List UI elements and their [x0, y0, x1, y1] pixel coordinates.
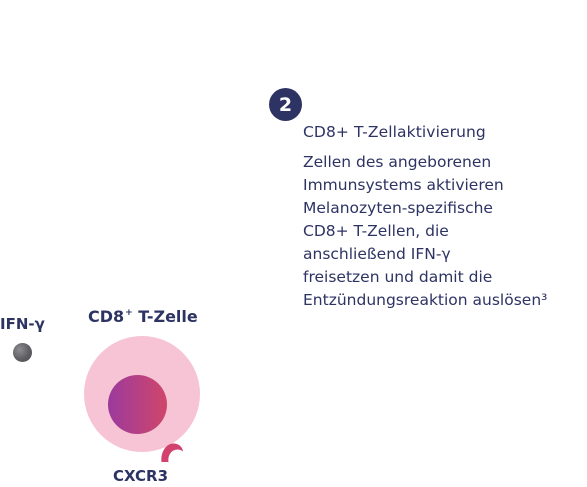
step-description-line: Zellen des angeborenen [303, 153, 492, 171]
ifn-gamma-label: IFN-γ [0, 315, 45, 333]
step-description-line: freisetzen und damit die [303, 268, 493, 286]
t-cell-label-superscript: + [125, 308, 133, 318]
t-cell-label-suffix: T-Zelle [132, 307, 198, 326]
step-description-line: anschließend IFN-γ [303, 245, 451, 263]
step-description-line: Immunsystems aktivieren [303, 176, 504, 194]
t-cell-label: CD8+ T-Zelle [88, 307, 198, 326]
step-number-badge: 2 [269, 88, 302, 121]
t-cell-label-main: CD8 [88, 307, 125, 326]
cxcr3-label: CXCR3 [113, 467, 169, 485]
step-description-line: Entzündungsreaktion auslösen³ [303, 291, 548, 309]
step-description-line: CD8+ T-Zellen, die [303, 222, 449, 240]
step-description-line: Melanozyten-spezifische [303, 199, 493, 217]
ifn-gamma-molecule-icon [13, 343, 32, 362]
step-title: CD8+ T-Zellaktivierung [303, 123, 486, 141]
t-cell-nucleus [108, 375, 167, 434]
cxcr3-receptor-icon [161, 443, 183, 462]
step-description: Zellen des angeborenen Immunsystems akti… [303, 151, 583, 312]
